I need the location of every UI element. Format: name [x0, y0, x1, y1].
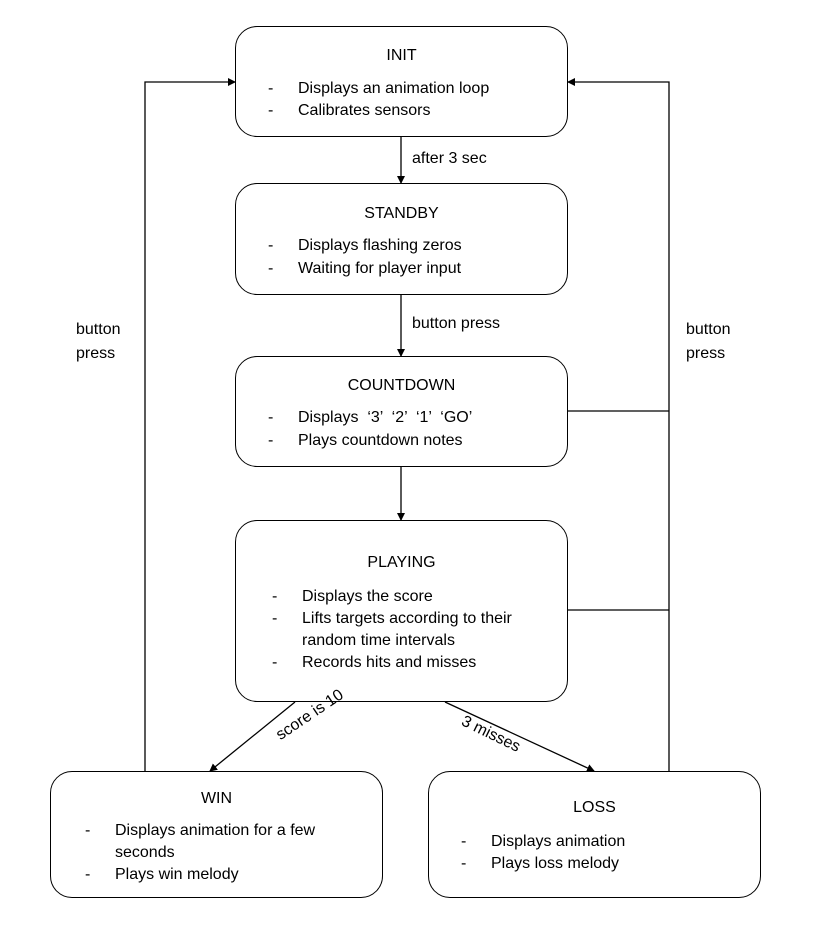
state-init: INIT - Displays an animation loop - Cali… — [235, 26, 568, 137]
arrow-playing-to-loss — [444, 701, 595, 772]
transition-label-standby-to-countdown: button press — [412, 315, 501, 332]
state-init-title: INIT — [386, 47, 417, 64]
transition-label-right-loop: button press — [686, 321, 731, 362]
state-standby-title: STANDBY — [364, 205, 439, 222]
transition-label-left-loop: button press — [76, 321, 121, 362]
arrow-playing-to-win — [209, 701, 296, 772]
arrow-loss-to-init — [567, 78, 670, 771]
transition-label-init-to-standby: after 3 sec — [412, 150, 487, 167]
state-loss: LOSS - Displays animation - Plays loss m… — [428, 771, 761, 898]
state-playing-title: PLAYING — [367, 554, 436, 571]
state-win: WIN - Displays animation for a few secon… — [50, 771, 383, 898]
state-standby: STANDBY - Displays flashing zeros - Wait… — [235, 183, 568, 295]
state-countdown: COUNTDOWN - Displays ‘3’ ‘2’ ‘1’ ‘GO’ - … — [235, 356, 568, 467]
arrow-win-to-init — [144, 78, 236, 771]
state-loss-title: LOSS — [573, 799, 616, 816]
state-playing: PLAYING - Displays the score - Lifts tar… — [235, 520, 568, 702]
state-countdown-title: COUNTDOWN — [347, 377, 456, 394]
state-win-title: WIN — [200, 790, 233, 807]
